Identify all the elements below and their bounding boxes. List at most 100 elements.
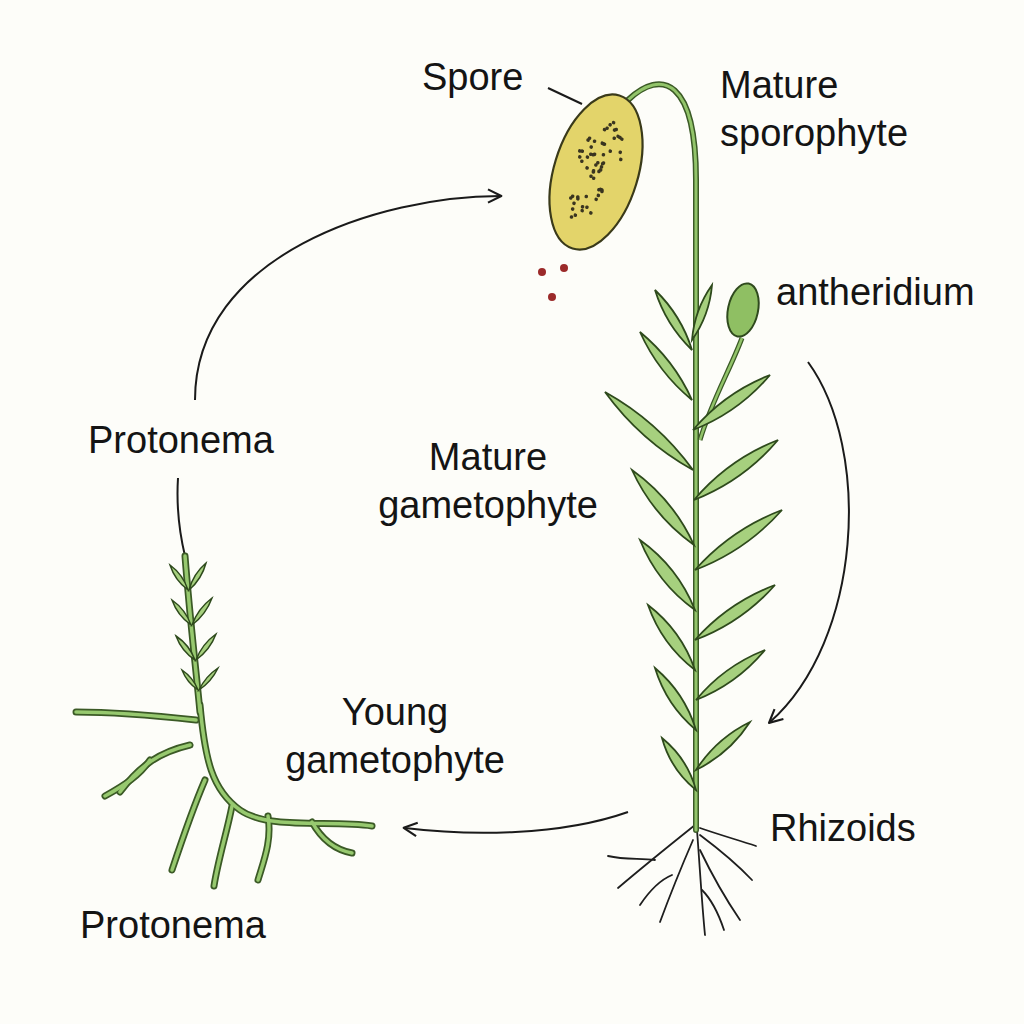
protonema-filament: [258, 816, 269, 880]
rhizoid: [618, 825, 695, 888]
young-leaf: [172, 600, 191, 625]
leaves: [605, 285, 782, 790]
seta: [628, 84, 696, 830]
spore-dot: [594, 197, 598, 201]
spore-dot: [612, 136, 616, 140]
spore: [548, 293, 556, 301]
leaf: [605, 392, 693, 470]
spore-dot: [596, 193, 600, 197]
leaf: [694, 440, 778, 500]
rhizoid: [700, 850, 740, 920]
cycle-arrow: [405, 812, 628, 833]
spore-dot: [598, 168, 602, 172]
spore-dot: [573, 213, 577, 217]
spore: [538, 268, 546, 276]
spore-dot: [608, 149, 612, 153]
young-leaf: [176, 636, 195, 660]
protonema-filament: [120, 745, 190, 792]
spore-dot: [589, 174, 593, 178]
protonema-filament: [172, 780, 205, 870]
rhizoids: [608, 825, 756, 935]
spore-dot: [589, 152, 593, 156]
young-leaf: [182, 670, 198, 690]
spore-dot: [576, 195, 580, 199]
spore-dot: [569, 196, 573, 200]
spore-dot: [612, 128, 616, 132]
spore-dot: [580, 208, 584, 212]
leaf: [695, 510, 782, 570]
spore-dot: [580, 149, 584, 153]
spore-dot: [601, 153, 605, 157]
part-label: Protonema: [80, 901, 320, 949]
spore-dot: [572, 201, 576, 205]
leaf: [648, 605, 695, 670]
spore-dot: [589, 211, 593, 215]
spore-dot: [596, 160, 600, 164]
spore-dot: [598, 187, 602, 191]
protonema-filament: [105, 760, 150, 796]
antheridium: [723, 280, 764, 339]
protonema-filaments: [76, 556, 372, 886]
spore-dot: [585, 155, 589, 159]
part-label: Mature gametophyte: [348, 433, 628, 529]
part-label: Mature sporophyte: [720, 61, 945, 157]
spore-dot: [591, 169, 595, 173]
spore-dot: [585, 205, 589, 209]
leaf: [696, 650, 765, 700]
spore-dot: [589, 145, 593, 149]
spore-dot: [592, 139, 596, 143]
leaf: [696, 722, 750, 770]
leaf: [640, 332, 692, 400]
spore-dot: [580, 159, 584, 163]
spore-dot: [585, 166, 589, 170]
young-leaf: [189, 563, 206, 590]
rhizoid: [702, 890, 724, 930]
leaf: [655, 668, 696, 730]
spore-dot: [602, 127, 606, 131]
leaf: [632, 470, 694, 545]
part-label: Young gametophyte: [260, 688, 530, 784]
part-label: Spore: [422, 53, 622, 101]
spore-dot: [587, 136, 591, 140]
part-label: Protonema: [88, 416, 328, 464]
rhizoid: [608, 856, 655, 860]
spore-dot: [578, 155, 582, 159]
young-leaf: [199, 668, 218, 690]
young-leaf: [196, 634, 216, 660]
protonema-filament: [214, 806, 232, 886]
spore-dot: [580, 205, 584, 209]
rhizoid: [697, 830, 705, 935]
leaf: [640, 540, 695, 610]
spore-dot: [611, 120, 615, 124]
leaf: [695, 585, 775, 640]
part-label: Rhizoids: [770, 804, 1010, 852]
protonema-filament: [214, 806, 232, 886]
protonema-filament: [76, 712, 196, 720]
rhizoid: [640, 875, 672, 905]
protonema-filament: [172, 780, 205, 870]
seta: [628, 84, 696, 830]
spore-dot: [618, 135, 622, 139]
spore-dot: [600, 141, 604, 145]
capsule-body: [532, 83, 659, 261]
protonema-filament: [258, 816, 269, 880]
spore-dot: [608, 123, 612, 127]
protonema-filament: [76, 712, 196, 720]
spore-dot: [569, 215, 573, 219]
young-leaf: [170, 565, 188, 590]
capsule: [532, 83, 659, 261]
cycle-arrow: [195, 196, 500, 400]
rhizoid: [700, 828, 756, 846]
protonema-filament: [312, 822, 352, 853]
protonema-filament: [120, 745, 190, 792]
leaf: [662, 738, 696, 790]
spore-dot: [618, 150, 622, 154]
spore-dot: [601, 142, 605, 146]
spore-dot: [619, 157, 623, 161]
leaf: [655, 290, 692, 350]
leaf: [693, 375, 770, 430]
spore-dots: [558, 113, 632, 228]
cycle-arrow: [770, 362, 849, 722]
spore-dot: [570, 207, 574, 211]
